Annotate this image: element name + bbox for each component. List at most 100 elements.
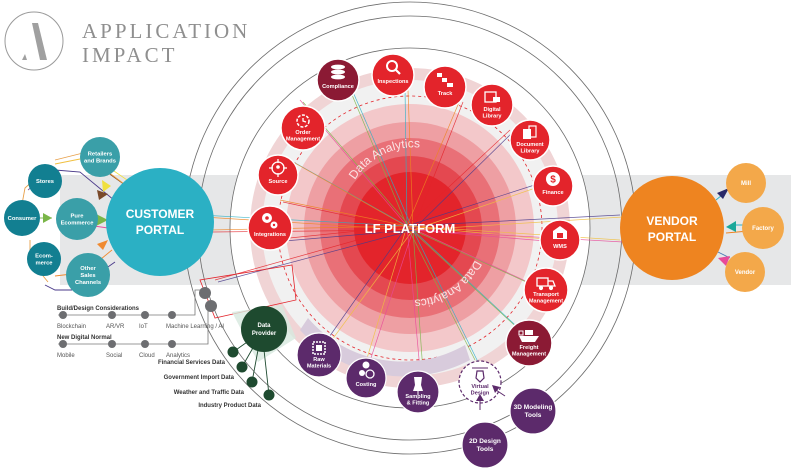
- connection-line: [406, 179, 551, 227]
- module-label: Compliance: [322, 84, 354, 90]
- arrow-consumer: [43, 213, 52, 223]
- module-label: Management: [286, 137, 320, 143]
- module-track[interactable]: Track: [423, 65, 467, 109]
- vendor-node-mill[interactable]: Mill: [726, 163, 766, 203]
- connection-line: [199, 214, 408, 227]
- logo-title-line1: APPLICATION: [82, 19, 251, 43]
- module-wms[interactable]: WMS: [539, 219, 581, 261]
- module-label: Management: [529, 299, 563, 305]
- connection-lines: [199, 87, 624, 373]
- customer-node-label: merce: [35, 261, 53, 267]
- customer-node-label: Consumer: [8, 216, 37, 222]
- vendor-node-label: Factory: [752, 226, 774, 232]
- warehouse-icon: [553, 226, 567, 239]
- connection-line: [212, 229, 414, 233]
- module-label: Library: [483, 114, 503, 120]
- customer-portal[interactable]: CUSTOMER PORTAL: [106, 168, 214, 276]
- module-finance[interactable]: $ Finance: [532, 165, 574, 207]
- module-label: Integrations: [254, 232, 286, 238]
- design-node-costing[interactable]: Costing: [345, 357, 387, 399]
- build-item: IoT: [139, 311, 149, 330]
- connection-line: [214, 225, 408, 281]
- customer-node-label: Sales: [80, 273, 95, 279]
- database-icon: [331, 64, 345, 80]
- customer-node-label: Other: [80, 266, 96, 272]
- data-source-item[interactable]: Industry Product Data: [198, 389, 275, 410]
- customer-node-label: Pure: [71, 214, 85, 220]
- arrow-pure-ecommerce: [96, 214, 108, 226]
- module-label: Transport: [533, 292, 559, 298]
- customer-node-ecommerce[interactable]: Ecom-merce: [27, 242, 61, 276]
- design-node-sampling-fitting[interactable]: Sampling& Fitting: [396, 370, 440, 414]
- module-label: Freight: [520, 345, 539, 351]
- design-node-label: Tools: [525, 412, 542, 419]
- vendor-portal[interactable]: VENDOR PORTAL: [620, 176, 724, 280]
- band-node-2: [205, 300, 217, 312]
- customer-node-label: Ecom-: [35, 254, 53, 260]
- coins-icon: [359, 361, 375, 379]
- vendor-node-factory[interactable]: Factory: [742, 207, 784, 249]
- data-source-item[interactable]: Government Import Data: [164, 361, 248, 382]
- svg-text:$: $: [550, 175, 556, 186]
- dress-form-icon: [413, 377, 423, 395]
- design-node-label: Tools: [477, 446, 494, 453]
- connection-line: [406, 225, 621, 241]
- design-node-label: & Fitting: [407, 401, 430, 407]
- arrow-stores: [97, 190, 108, 200]
- connection-line: [406, 99, 461, 227]
- module-source[interactable]: Source: [257, 154, 299, 196]
- build-heading: Build/Design Considerations: [57, 306, 140, 312]
- data-source-label: Industry Product Data: [198, 403, 261, 409]
- customer-node-label: Ecommerce: [61, 221, 95, 227]
- customer-node-label: and Brands: [84, 159, 116, 165]
- connection-line: [279, 199, 408, 227]
- module-label: Inspections: [377, 79, 408, 85]
- module-integrations[interactable]: Integrations: [247, 205, 293, 251]
- connection-line: [404, 87, 408, 227]
- module-label: WMS: [553, 244, 567, 250]
- data-source-item[interactable]: Financial Services Data: [158, 346, 239, 367]
- connection-line: [272, 229, 414, 243]
- module-inspections[interactable]: Inspections: [371, 53, 415, 97]
- connection-line: [406, 129, 511, 227]
- customer-node-consumer[interactable]: Consumer: [4, 200, 40, 236]
- gears-icon: [262, 213, 278, 229]
- connection-line: [412, 229, 424, 373]
- connection-line: [322, 229, 414, 353]
- module-label: Finance: [542, 190, 563, 196]
- normal-item-label: Cloud: [139, 353, 155, 359]
- data-provider-node[interactable]: Data Provider: [241, 306, 287, 352]
- vendor-node-label: Vendor: [735, 270, 756, 276]
- band-node-1: [199, 287, 211, 299]
- vendor-node-vendor[interactable]: Vendor: [725, 252, 765, 292]
- normal-item: Cloud: [139, 340, 155, 359]
- module-label: Library: [521, 149, 541, 155]
- pen-tool-icon: [472, 367, 488, 383]
- logo-mark-icon: [4, 11, 64, 71]
- build-item: Machine Learning / AI: [166, 311, 224, 330]
- connection-line: [406, 225, 556, 241]
- design-node-label: 3D Modeling: [514, 404, 553, 411]
- connection-line: [209, 225, 408, 231]
- data-source-item[interactable]: Weather and Traffic Data: [174, 376, 258, 397]
- design-node-label: Sampling: [405, 394, 431, 400]
- connection-line: [349, 89, 408, 227]
- module-compliance[interactable]: Compliance: [316, 58, 360, 102]
- module-label: Track: [438, 91, 454, 97]
- logo-title-line2: IMPACT: [82, 43, 178, 67]
- module-label: Order: [295, 130, 311, 136]
- customer-node-stores[interactable]: Stores: [28, 164, 62, 198]
